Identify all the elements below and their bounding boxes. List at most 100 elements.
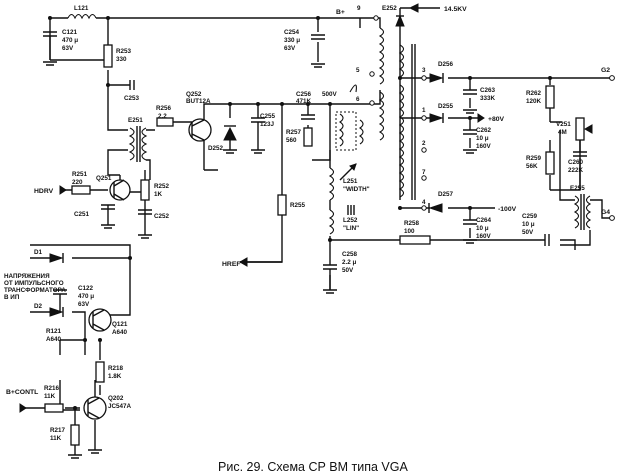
resistor-R218-1 <box>95 361 105 383</box>
resistor-R256 <box>156 117 174 127</box>
diode-D256 <box>429 73 444 83</box>
label-n7: 7 <box>422 169 426 176</box>
label-L121: L121 <box>74 5 89 12</box>
label-V251: V251 <box>556 121 571 128</box>
label-Q252: Q252 <box>186 91 202 98</box>
capacitor-C251 <box>101 204 115 210</box>
label-D257: D257 <box>438 191 454 198</box>
label-D1: D1 <box>34 249 43 256</box>
label-note4: В ИП <box>4 294 20 301</box>
v80-arrow-icon <box>477 113 485 123</box>
label-C260v: 222K <box>568 167 584 174</box>
href-arrow-icon <box>238 257 248 267</box>
label-note2: ОТ ИМПУЛЬСНОГО <box>4 280 64 287</box>
label-C122: C122 <box>78 285 94 292</box>
label-500v: 500V <box>322 91 338 98</box>
label-n1: 1 <box>422 107 426 114</box>
label-D2: D2 <box>34 303 43 310</box>
capacitor-C260 <box>573 151 587 157</box>
label-C259w: 50V <box>522 229 534 236</box>
label-L252: L252 <box>343 217 358 224</box>
label-R259: R259 <box>526 155 542 162</box>
label-n6: 6 <box>356 96 360 103</box>
capacitor-C252 <box>138 209 152 215</box>
label-R217v: 11K <box>50 435 62 442</box>
label-Q121v: A640 <box>112 329 128 336</box>
label-E255: E255 <box>570 185 585 192</box>
label-v80: +80V <box>488 116 505 123</box>
diode-D257 <box>428 203 443 213</box>
label-C258w: 50V <box>342 267 354 274</box>
capacitor-C121 <box>43 31 57 60</box>
label-C258: C258 <box>342 251 358 258</box>
resistor-R217 <box>70 424 80 446</box>
label-E252: E252 <box>382 5 397 12</box>
component-labels: L121 C121 470 μ 63V R253 330 C253 C254 3… <box>4 5 610 442</box>
diode-D252 <box>223 125 237 141</box>
label-R253: R253 <box>116 48 132 55</box>
label-C121w: 63V <box>62 45 74 52</box>
label-hv: 14.5KV <box>444 6 467 13</box>
capacitor-C264 <box>463 219 477 225</box>
label-L251: L251 <box>343 178 358 185</box>
label-C121: C121 <box>62 29 78 36</box>
junction-dots <box>48 16 552 410</box>
label-R258v: 100 <box>404 228 415 235</box>
label-C258v: 2.2 μ <box>342 259 357 266</box>
resistor-R252 <box>140 179 150 201</box>
label-R216v: 11K <box>44 393 56 400</box>
ground-symbols <box>43 61 477 459</box>
label-R252: R252 <box>154 183 170 190</box>
label-L252v: "LIN" <box>343 225 359 232</box>
label-C262w: 160V <box>476 143 492 150</box>
label-bcontl: B+CONTL <box>6 389 38 396</box>
flyback-coupler-box <box>335 111 357 151</box>
label-R262: R262 <box>526 90 542 97</box>
label-C121v: 470 μ <box>62 37 78 44</box>
label-n9: 9 <box>357 5 361 12</box>
label-C254v: 330 μ <box>284 37 300 44</box>
label-C254: C254 <box>284 29 300 36</box>
label-R216: R216 <box>44 385 60 392</box>
label-n2: 2 <box>422 140 426 147</box>
label-R262v: 120K <box>526 98 542 105</box>
capacitor-C254 <box>311 34 325 40</box>
label-C255: C255 <box>260 113 276 120</box>
resistor-R259 <box>545 151 555 175</box>
label-R252v: 1K <box>154 191 163 198</box>
label-R251: R251 <box>72 171 88 178</box>
figure-caption: Рис. 29. Схема СР ВМ типа VGA <box>218 460 408 474</box>
label-Q251: Q251 <box>96 175 112 182</box>
label-R257v: 560 <box>286 137 297 144</box>
label-C259v: 10 μ <box>522 221 535 228</box>
label-n5: 5 <box>356 67 360 74</box>
capacitor-C256 <box>301 114 315 120</box>
label-R251v: 220 <box>72 179 83 186</box>
capacitor-C258 <box>323 264 337 290</box>
resistor-R255 <box>277 194 287 216</box>
resistor-R251 <box>71 185 91 195</box>
label-E251: E251 <box>128 117 143 124</box>
transformer-E251 <box>128 126 148 162</box>
resistor-R262 <box>545 85 555 109</box>
inductor-L121 <box>67 13 97 20</box>
resistor-R257 <box>303 127 313 147</box>
label-C252: C252 <box>154 213 170 220</box>
label-n3: 3 <box>422 67 426 74</box>
transistor-Q251 <box>109 179 131 201</box>
label-R121: R121 <box>46 328 62 335</box>
terminal-G4 <box>609 215 615 221</box>
capacitor-C122 <box>53 289 67 312</box>
capacitor-C263 <box>463 89 477 95</box>
label-C122v: 470 μ <box>78 293 94 300</box>
label-Q202v: JC547A <box>108 403 132 410</box>
label-R257: R257 <box>286 129 302 136</box>
diode-D2 <box>49 307 64 317</box>
label-R259v: 56K <box>526 163 538 170</box>
label-C259: C259 <box>522 213 538 220</box>
label-G4: G4 <box>601 209 610 216</box>
label-R253v: 330 <box>116 56 127 63</box>
diode-D1 <box>49 253 64 263</box>
resistor-R258 <box>399 235 431 245</box>
terminal-G2 <box>609 75 615 81</box>
